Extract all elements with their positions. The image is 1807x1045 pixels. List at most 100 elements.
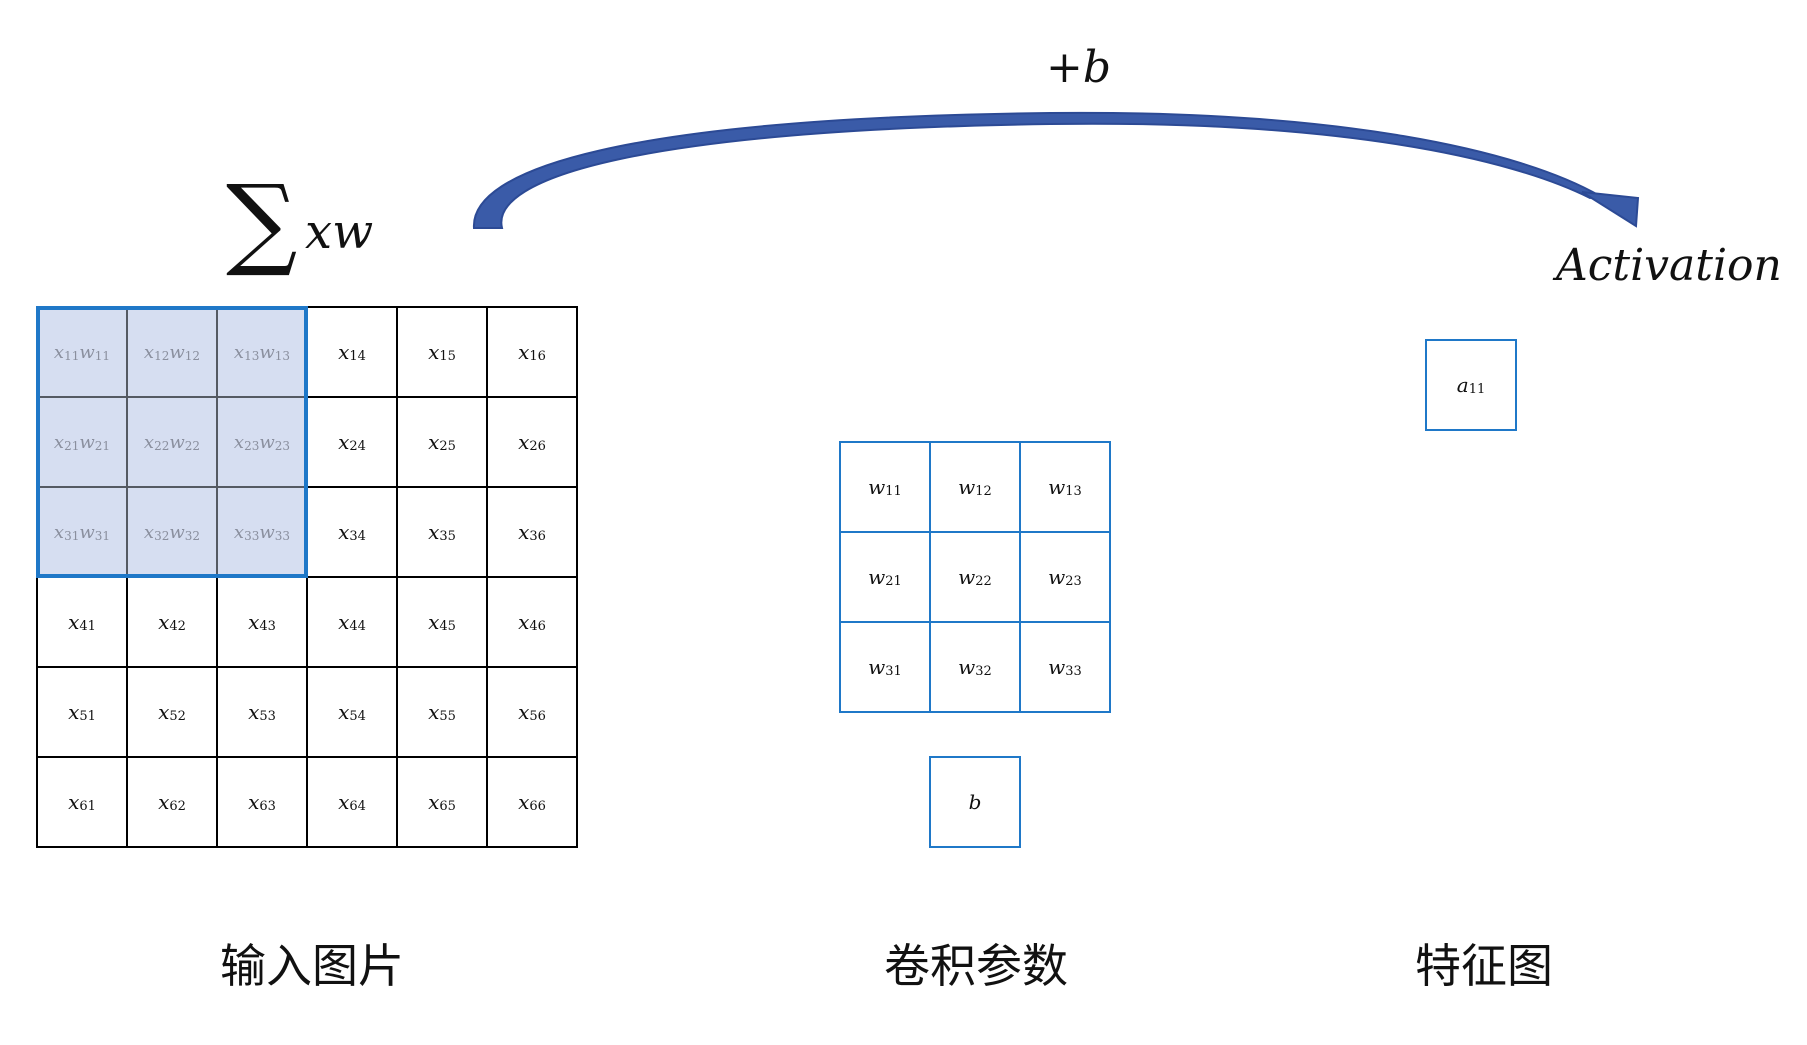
input-cell-sub: 54 xyxy=(349,708,366,724)
input-cell-sub: 45 xyxy=(439,618,456,634)
input-cell-var: x xyxy=(518,610,530,634)
input-cell-sub: 56 xyxy=(529,708,546,724)
input-cell-sub: 62 xyxy=(169,798,186,814)
input-cell-var: x xyxy=(428,340,440,364)
input-cell-sub: 65 xyxy=(439,798,456,814)
input-cell-var: x xyxy=(68,700,80,724)
input-cell-sub: 43 xyxy=(259,618,276,634)
input-cell-var: x xyxy=(518,430,530,454)
kernel-cell-var: w xyxy=(1048,475,1066,499)
input-cell-var: x xyxy=(233,521,245,543)
kernel-cell-var: w xyxy=(958,475,976,499)
input-cell-var: x xyxy=(68,610,80,634)
input-cell-var: x xyxy=(428,520,440,544)
input-cell-var: w xyxy=(79,521,95,543)
input-cell-var: x xyxy=(158,610,170,634)
input-cell-sub: 41 xyxy=(79,618,96,634)
bias-cell-text: b xyxy=(968,790,982,814)
input-cell-sub: 55 xyxy=(439,708,456,724)
input-cell-var: x xyxy=(428,430,440,454)
kernel-cell-sub: 12 xyxy=(975,483,992,499)
input-cell-sub: 21 xyxy=(94,439,111,453)
input-cell-sub: 13 xyxy=(274,349,291,363)
activation-label: Activation xyxy=(1556,240,1782,291)
input-cell-sub: 61 xyxy=(79,798,96,814)
input-cell-var: x xyxy=(158,790,170,814)
input-cell-sub: 33 xyxy=(244,529,260,543)
input-cell-sub: 23 xyxy=(274,439,291,453)
input-cell-sub: 52 xyxy=(169,708,186,724)
input-cell-var: x xyxy=(428,610,440,634)
input-cell-var: x xyxy=(233,341,245,363)
input-cell-var: w xyxy=(169,431,185,453)
input-cell-var: w xyxy=(169,341,185,363)
input-cell-var: x xyxy=(53,341,65,363)
input-cell-sub: 22 xyxy=(154,439,170,453)
input-cell-var: x xyxy=(248,610,260,634)
kernel-cell-sub: 22 xyxy=(975,573,992,589)
kernel-cell-var: w xyxy=(868,565,886,589)
input-cell-var: x xyxy=(518,340,530,364)
input-cell-sub: 31 xyxy=(94,529,111,543)
input-cell-var: x xyxy=(143,341,155,363)
bias-label: +b xyxy=(1046,42,1112,93)
input-cell-sub: 44 xyxy=(349,618,366,634)
input-cell-sub: 42 xyxy=(169,618,186,634)
input-cell-sub: 12 xyxy=(154,349,170,363)
input-cell-var: x xyxy=(338,430,350,454)
kernel-cell-sub: 33 xyxy=(1065,663,1082,679)
feature-map-label: 特征图 xyxy=(1415,939,1553,993)
kernel-params-label: 卷积参数 xyxy=(884,939,1068,993)
input-image-label: 输入图片 xyxy=(220,939,404,993)
kernel-cell-sub: 23 xyxy=(1065,573,1082,589)
input-cell-var: x xyxy=(338,610,350,634)
kernel-cell-sub: 32 xyxy=(975,663,992,679)
input-cell-sub: 33 xyxy=(274,529,291,543)
input-cell-sub: 34 xyxy=(349,528,366,544)
input-cell-var: w xyxy=(259,521,275,543)
kernel-cell-sub: 13 xyxy=(1065,483,1082,499)
sum-symbol: ∑ xyxy=(226,163,298,280)
input-cell-sub: 46 xyxy=(529,618,546,634)
input-cell-sub: 15 xyxy=(439,348,456,364)
input-cell-sub: 51 xyxy=(79,708,96,724)
kernel-cell-var: w xyxy=(958,565,976,589)
kernel-cell-sub: 31 xyxy=(885,663,902,679)
input-cell-var: x xyxy=(248,790,260,814)
input-cell-var: x xyxy=(518,700,530,724)
input-cell-var: x xyxy=(338,790,350,814)
input-cell-var: x xyxy=(428,700,440,724)
input-cell-sub: 63 xyxy=(259,798,276,814)
